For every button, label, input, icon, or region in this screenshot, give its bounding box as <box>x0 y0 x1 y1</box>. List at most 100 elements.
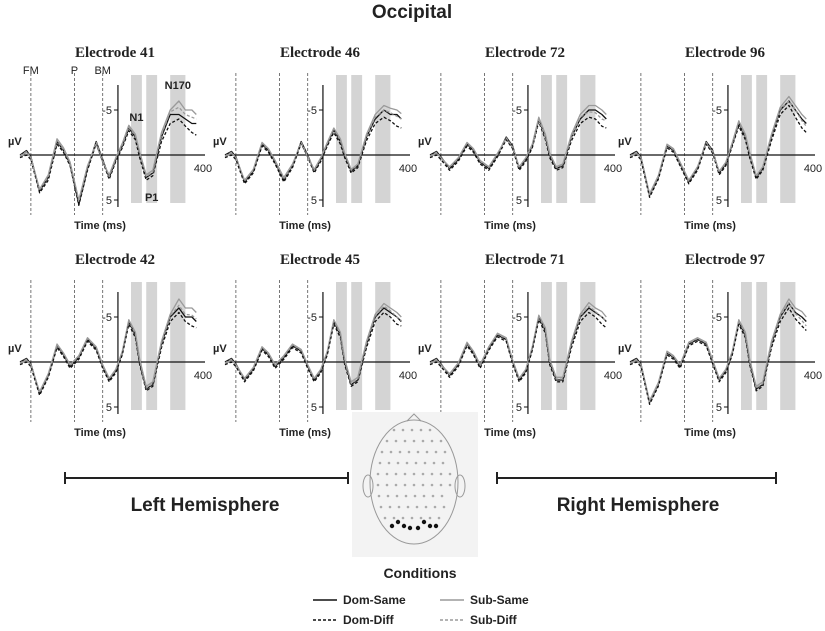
electrode-dot <box>385 439 389 443</box>
marker-label-fm: FM <box>23 65 39 77</box>
electrode-dot <box>421 483 425 487</box>
analysis-window <box>375 282 391 410</box>
y-axis-label: µV <box>418 343 432 355</box>
electrode-dot <box>394 439 398 443</box>
electrode-dot <box>440 494 444 498</box>
y-axis-label: µV <box>418 136 432 148</box>
analysis-window <box>336 75 347 203</box>
x-tick-label: 400 <box>399 163 417 175</box>
electrode-dot <box>448 472 452 476</box>
series-line-dom-diff <box>629 307 807 405</box>
electrode-dot <box>437 516 441 520</box>
series-line-dom-diff <box>19 118 197 207</box>
electrode-dot <box>428 428 432 432</box>
electrode-dot <box>441 461 445 465</box>
conditions-title: Conditions <box>383 565 456 581</box>
analysis-window <box>556 282 568 410</box>
analysis-window <box>756 282 768 410</box>
y-tick-label: -5 <box>307 312 317 324</box>
x-axis-label: Time (ms) <box>279 427 331 439</box>
electrode-dot <box>434 450 438 454</box>
electrode-dot <box>425 450 429 454</box>
panel-title: Electrode 96 <box>685 45 766 61</box>
series-line-dom-diff <box>19 311 197 396</box>
electrode-dot <box>379 505 383 509</box>
electrode-dot <box>439 439 443 443</box>
series-line-sub-diff <box>19 106 197 203</box>
electrode-dot <box>421 439 425 443</box>
x-axis-label: Time (ms) <box>74 427 126 439</box>
electrode-dot <box>410 428 414 432</box>
marker-label-bm: BM <box>94 65 111 77</box>
y-tick-label: 5 <box>106 195 112 207</box>
electrode-dot <box>430 483 434 487</box>
series-line-dom-diff <box>629 104 807 198</box>
x-tick-label: 400 <box>604 370 622 382</box>
electrode-dot <box>443 450 447 454</box>
electrode-dot <box>376 483 380 487</box>
x-axis-label: Time (ms) <box>484 427 536 439</box>
panel-title: Electrode 97 <box>685 252 766 268</box>
x-tick-label: 400 <box>194 163 212 175</box>
x-axis-label: Time (ms) <box>684 220 736 232</box>
y-axis-label: µV <box>8 343 22 355</box>
series-line-sub-diff <box>429 111 607 169</box>
electrode-dot <box>448 483 452 487</box>
analysis-window <box>580 75 596 203</box>
electrode-dot <box>378 461 382 465</box>
x-axis-label: Time (ms) <box>74 220 126 232</box>
analysis-window <box>351 282 363 410</box>
electrode-dot <box>398 450 402 454</box>
occipital-electrode-dot <box>433 523 439 529</box>
y-tick-label: 5 <box>516 195 522 207</box>
y-tick-label: -5 <box>712 105 722 117</box>
series-line-dom-diff <box>224 311 402 387</box>
x-axis-label: Time (ms) <box>279 220 331 232</box>
electrode-head-map <box>352 412 478 557</box>
legend-label: Dom-Same <box>343 593 406 607</box>
x-tick-label: 400 <box>399 370 417 382</box>
electrode-dot <box>412 439 416 443</box>
electrode-dot <box>439 472 443 476</box>
electrode-dot <box>430 439 434 443</box>
series-line-dom-diff <box>429 116 607 171</box>
x-axis-label: Time (ms) <box>684 427 736 439</box>
y-axis-label: µV <box>213 136 227 148</box>
y-tick-label: 5 <box>311 195 317 207</box>
analysis-window <box>541 282 552 410</box>
panel-title: Electrode 72 <box>485 45 565 61</box>
electrode-dot <box>416 450 420 454</box>
electrode-dot <box>431 494 435 498</box>
series-line-sub-diff <box>629 301 807 403</box>
series-line-sub-same <box>429 104 607 168</box>
electrode-dot <box>403 439 407 443</box>
analysis-window <box>375 75 391 203</box>
panel-title: Electrode 71 <box>485 252 565 268</box>
y-tick-label: -5 <box>307 105 317 117</box>
electrode-dot <box>403 483 407 487</box>
marker-label-p: P <box>71 65 78 77</box>
occipital-electrode-dot <box>389 523 395 529</box>
electrode-dot <box>414 461 418 465</box>
occipital-electrode-dot <box>427 523 433 529</box>
electrode-dot <box>423 461 427 465</box>
series-line-dom-diff <box>224 116 402 185</box>
electrode-dot <box>442 505 446 509</box>
analysis-window <box>170 75 186 203</box>
electrode-dot <box>386 494 390 498</box>
occipital-electrode-dot <box>401 523 407 529</box>
panel-title: Electrode 42 <box>75 252 155 268</box>
electrode-dot <box>412 472 416 476</box>
electrode-dot <box>406 505 410 509</box>
electrode-dot <box>410 516 414 520</box>
electrode-dot <box>377 494 381 498</box>
y-tick-label: -5 <box>512 105 522 117</box>
electrode-dot <box>407 450 411 454</box>
